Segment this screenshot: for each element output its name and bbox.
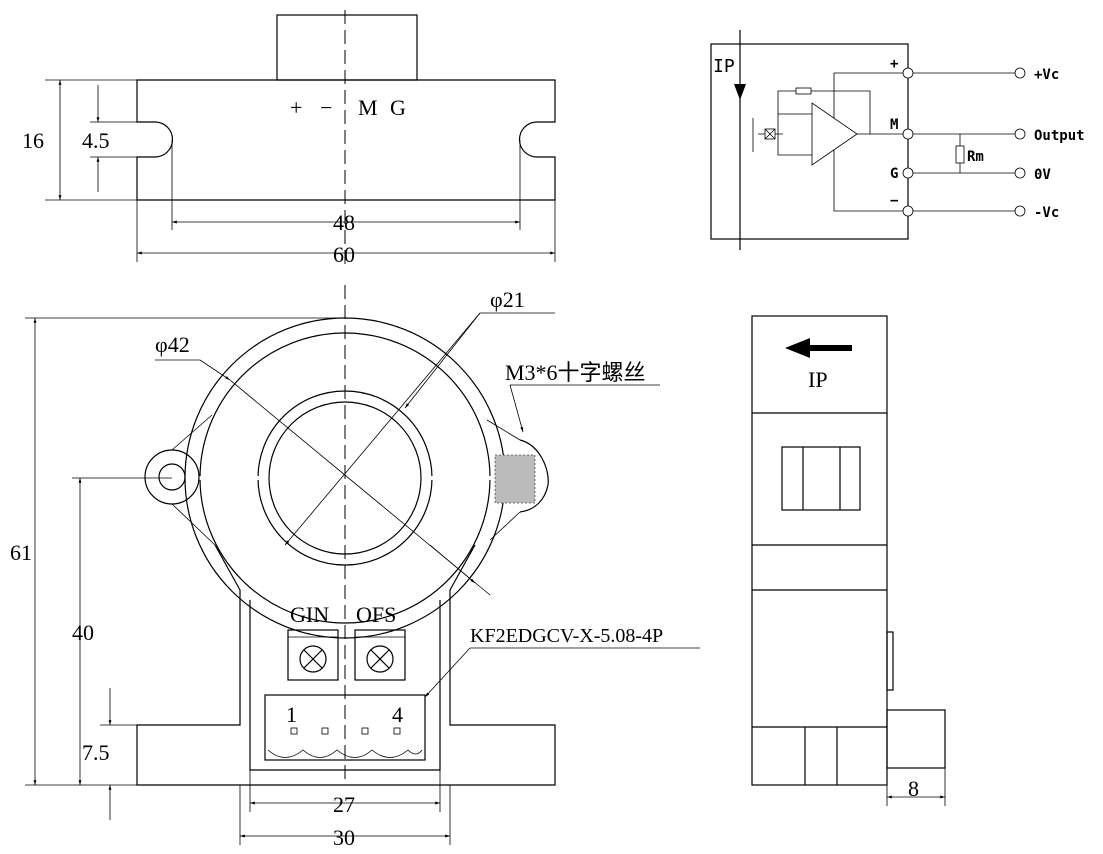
dim-4-5: 4.5 — [82, 128, 110, 153]
opamp-icon — [811, 102, 858, 166]
pin-4-label: 4 — [392, 702, 403, 727]
terminal-m-label: M — [890, 117, 898, 133]
circuit-ip-label: IP — [713, 56, 735, 77]
dim-61: 61 — [10, 540, 32, 565]
terminal-plus-label: + — [890, 56, 898, 72]
ofs-trimmer[interactable] — [354, 629, 406, 681]
side-connector — [886, 709, 946, 769]
screw-boss — [519, 439, 549, 513]
current-arrow-icon — [734, 84, 746, 100]
dim-8: 8 — [908, 776, 919, 801]
rm-resistor-icon — [955, 145, 965, 164]
mount-ear — [144, 449, 200, 505]
connector-label: KF2EDGCV-X-5.08-4P — [470, 625, 663, 647]
pin-label-m: M — [358, 95, 378, 120]
side-view: IP 8 — [751, 315, 946, 806]
terminal-minus-label: − — [890, 193, 898, 209]
output-vc-minus: -Vc — [1034, 205, 1059, 221]
top-tab — [276, 14, 418, 81]
terminal-g-label: G — [890, 166, 898, 182]
gin-trimmer[interactable] — [287, 629, 339, 681]
pin-label-minus: − — [320, 95, 332, 120]
screw-hatch — [494, 454, 536, 504]
aperture — [268, 401, 422, 555]
dim-phi-42: φ42 — [155, 332, 190, 357]
rm-label: Rm — [967, 149, 984, 165]
pin-label-plus: + — [290, 95, 302, 120]
dim-27: 27 — [333, 792, 355, 817]
front-view: GIN OFS 1 4 φ21 φ42 M3*6十字螺丝 KF2EDGCV-X-… — [10, 285, 700, 850]
dim-60: 60 — [333, 242, 355, 267]
circuit-diagram: IP + M G − Rm +Vc Output 0V -Vc — [710, 30, 1085, 250]
dim-7-5: 7.5 — [82, 740, 110, 765]
dim-phi-21: φ21 — [490, 287, 525, 312]
top-body — [136, 79, 556, 201]
output-0v: 0V — [1034, 167, 1051, 183]
pin-1-label: 1 — [286, 702, 297, 727]
pin-label-g: G — [390, 95, 406, 120]
connector: 1 4 — [264, 694, 426, 761]
ofs-label: OFS — [356, 602, 396, 627]
output-vc-plus: +Vc — [1034, 67, 1059, 83]
output-signal: Output — [1034, 128, 1085, 144]
mount-hole — [158, 463, 186, 491]
current-direction-arrow-icon — [785, 338, 852, 358]
side-ip-label: IP — [808, 367, 828, 392]
dim-16: 16 — [22, 128, 44, 153]
screw-label: M3*6十字螺丝 — [505, 360, 646, 385]
sensor-body — [136, 544, 556, 786]
top-view: + − M G 16 4.5 48 60 — [22, 10, 556, 270]
dim-40: 40 — [72, 620, 94, 645]
dim-30: 30 — [333, 825, 355, 850]
gin-label: GIN — [290, 602, 329, 627]
dim-48: 48 — [333, 210, 355, 235]
